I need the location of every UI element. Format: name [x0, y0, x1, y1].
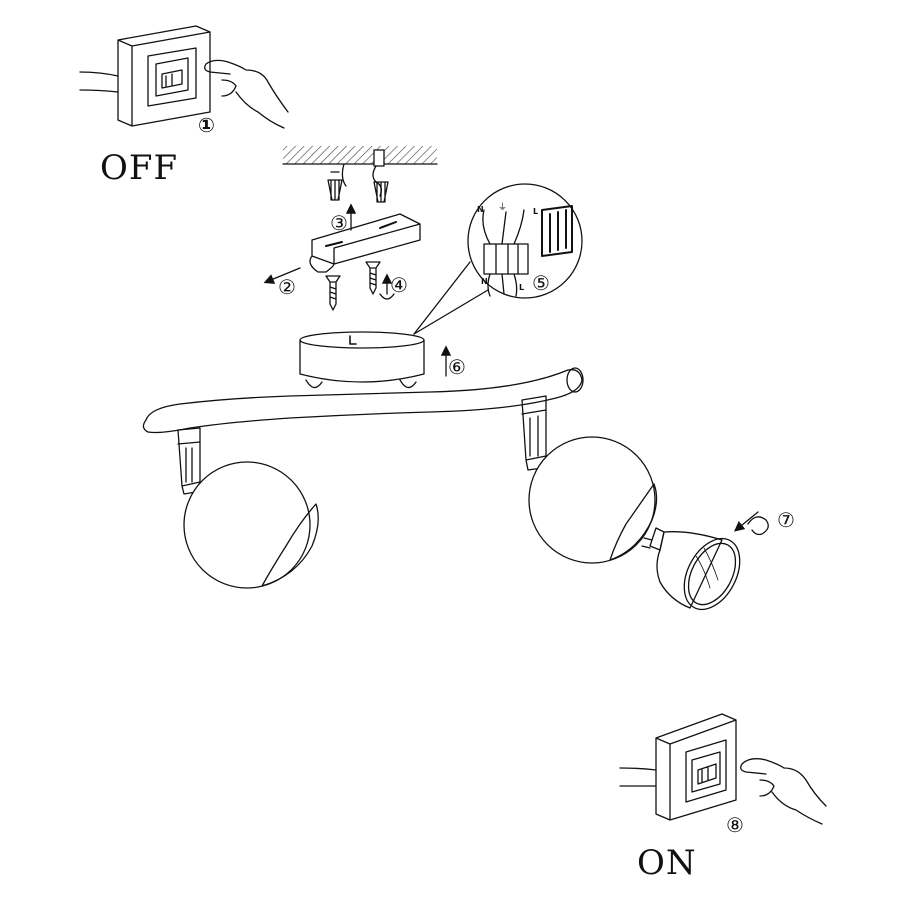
step-3-number: ③ — [330, 211, 348, 235]
switch-rocker-off — [161, 69, 183, 89]
spot-left-stem — [177, 427, 201, 495]
mounting-bracket — [309, 213, 421, 273]
switch-plate-off — [147, 47, 197, 107]
step-5-number: ⑤ — [532, 271, 550, 295]
step-4-arrow — [379, 273, 395, 300]
switch-inner-on — [691, 751, 721, 793]
fixture-bar — [142, 367, 584, 434]
wall-plugs — [327, 171, 389, 203]
canopy — [299, 331, 425, 389]
step-2-arrow — [263, 267, 301, 284]
switch-off-label: OFF — [100, 148, 179, 188]
wall-switch-off — [79, 25, 211, 127]
canopy-screw-left — [305, 379, 323, 389]
gu10-bulb — [641, 527, 741, 611]
spot-right-stem — [521, 395, 547, 471]
screw-left — [325, 275, 341, 311]
step-4-number: ④ — [390, 273, 408, 297]
wiring-earth-symbol: ⏚ — [498, 202, 507, 213]
step-8-number: ⑧ — [726, 813, 744, 837]
hand-off — [204, 59, 289, 129]
step-1-number: ① — [198, 113, 215, 137]
step-7-number: ⑦ — [777, 508, 795, 532]
connector-strip — [541, 205, 573, 257]
canopy-screw-right — [399, 379, 417, 389]
spot-left-globe — [183, 461, 319, 589]
wall-switch-on — [619, 713, 737, 821]
step-7-arrow — [733, 511, 769, 536]
switch-rocker-on — [697, 763, 717, 785]
step-6-number: ⑥ — [448, 355, 466, 379]
terminal-wires — [482, 209, 525, 297]
terminal-block — [483, 243, 529, 275]
ceiling — [282, 146, 438, 167]
wiring-letter-n-bottom: N — [481, 277, 488, 286]
cable-on — [619, 767, 657, 787]
spot-right-globe — [528, 436, 658, 564]
switch-box-off — [117, 25, 211, 127]
wiring-letter-l-bottom: L — [519, 283, 524, 292]
hand-on — [740, 758, 827, 825]
screw-right — [365, 261, 381, 295]
switch-inner-off — [155, 57, 189, 97]
switch-box-on — [655, 713, 737, 821]
wiring-detail — [413, 183, 583, 335]
switch-on-label: ON — [637, 843, 697, 883]
switch-plate-on — [685, 739, 727, 803]
cable-off — [79, 71, 119, 93]
wiring-letter-n-top: N — [477, 205, 484, 214]
step-2-number: ② — [278, 275, 296, 299]
wiring-letter-l-top: L — [533, 207, 538, 216]
